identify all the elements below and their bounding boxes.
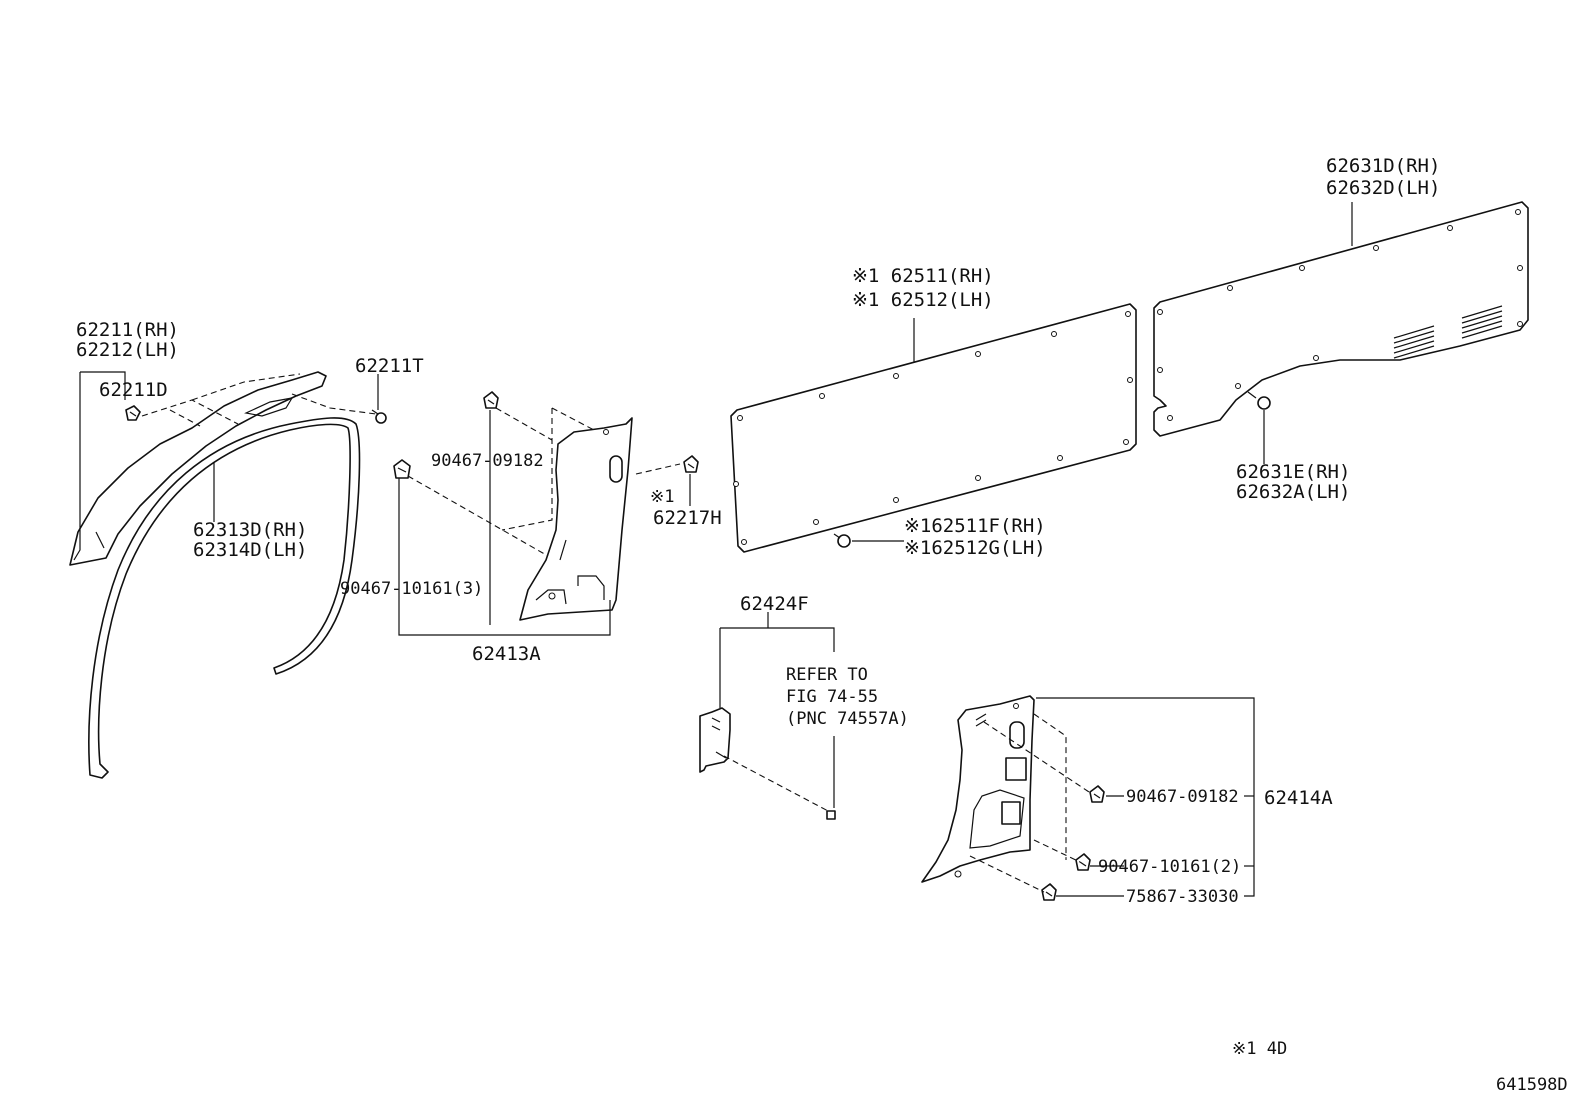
label-62414a: 62414A [1264, 787, 1333, 809]
clip-90467-10161-right [1075, 853, 1091, 871]
clip-62211d [125, 405, 141, 421]
figure-id: 641598D [1496, 1075, 1568, 1095]
clip-90467-10161-left [393, 459, 411, 479]
label-90467-10161-3: 90467-10161(3) [340, 579, 483, 599]
label-62217h: 62217H [653, 507, 722, 529]
label-62511-rh: ※1 62511(RH) [852, 265, 994, 287]
quarter-trim-62414a [921, 695, 1035, 883]
label-62212-lh: 62212(LH) [76, 339, 179, 361]
footnote: ※1 4D [1232, 1039, 1287, 1059]
label-62512g-lh: ※162512G(LH) [904, 537, 1046, 559]
label-75867-33030: 75867-33030 [1126, 887, 1239, 907]
label-90467-10161-2: 90467-10161(2) [1098, 857, 1241, 877]
refer-line-3: (PNC 74557A) [786, 709, 909, 729]
label-62211-rh: 62211(RH) [76, 319, 179, 341]
label-62313d-rh: 62313D(RH) [193, 519, 307, 541]
label-90467-09182-b: 90467-09182 [1126, 787, 1239, 807]
panel-62511 [730, 303, 1137, 553]
vent-grille-left [1393, 325, 1435, 359]
panel-62511-holes [733, 311, 1133, 545]
refer-line-1: REFER TO [786, 665, 868, 685]
vent-grille-right [1461, 305, 1503, 339]
clip-62217h [683, 455, 699, 473]
clip-90467-09182-top [483, 391, 499, 409]
panel-62631d [1153, 201, 1529, 437]
clip-62211t [371, 409, 387, 424]
label-62632d-lh: 62632D(LH) [1326, 177, 1440, 199]
refer-line-2: FIG 74-55 [786, 687, 878, 707]
label-62511f-rh: ※162511F(RH) [904, 515, 1046, 537]
label-62211t: 62211T [355, 355, 424, 377]
label-62631d-rh: 62631D(RH) [1326, 155, 1440, 177]
label-62631e-rh: 62631E(RH) [1236, 461, 1350, 483]
label-62413a: 62413A [472, 643, 541, 665]
clip-62511f [833, 533, 851, 548]
pillar-garnish-part [69, 371, 327, 566]
label-62211d: 62211D [99, 379, 168, 401]
panel-62631d-holes [1157, 209, 1523, 421]
label-62632a-lh: 62632A(LH) [1236, 481, 1350, 503]
weatherstrip-part [88, 417, 361, 779]
label-62217h-mark: ※1 [650, 487, 674, 507]
clip-75867-33030 [1041, 883, 1057, 901]
label-62512-lh: ※1 62512(LH) [852, 289, 994, 311]
clip-90467-09182-right [1089, 785, 1105, 803]
label-90467-09182-a: 90467-09182 [431, 451, 544, 471]
label-62314d-lh: 62314D(LH) [193, 539, 307, 561]
quarter-trim-62413a [519, 417, 633, 621]
label-62424f: 62424F [740, 593, 809, 615]
clip-ref-74557a [826, 810, 836, 820]
clip-62631e [1247, 391, 1271, 410]
bracket-62424f [699, 707, 731, 773]
